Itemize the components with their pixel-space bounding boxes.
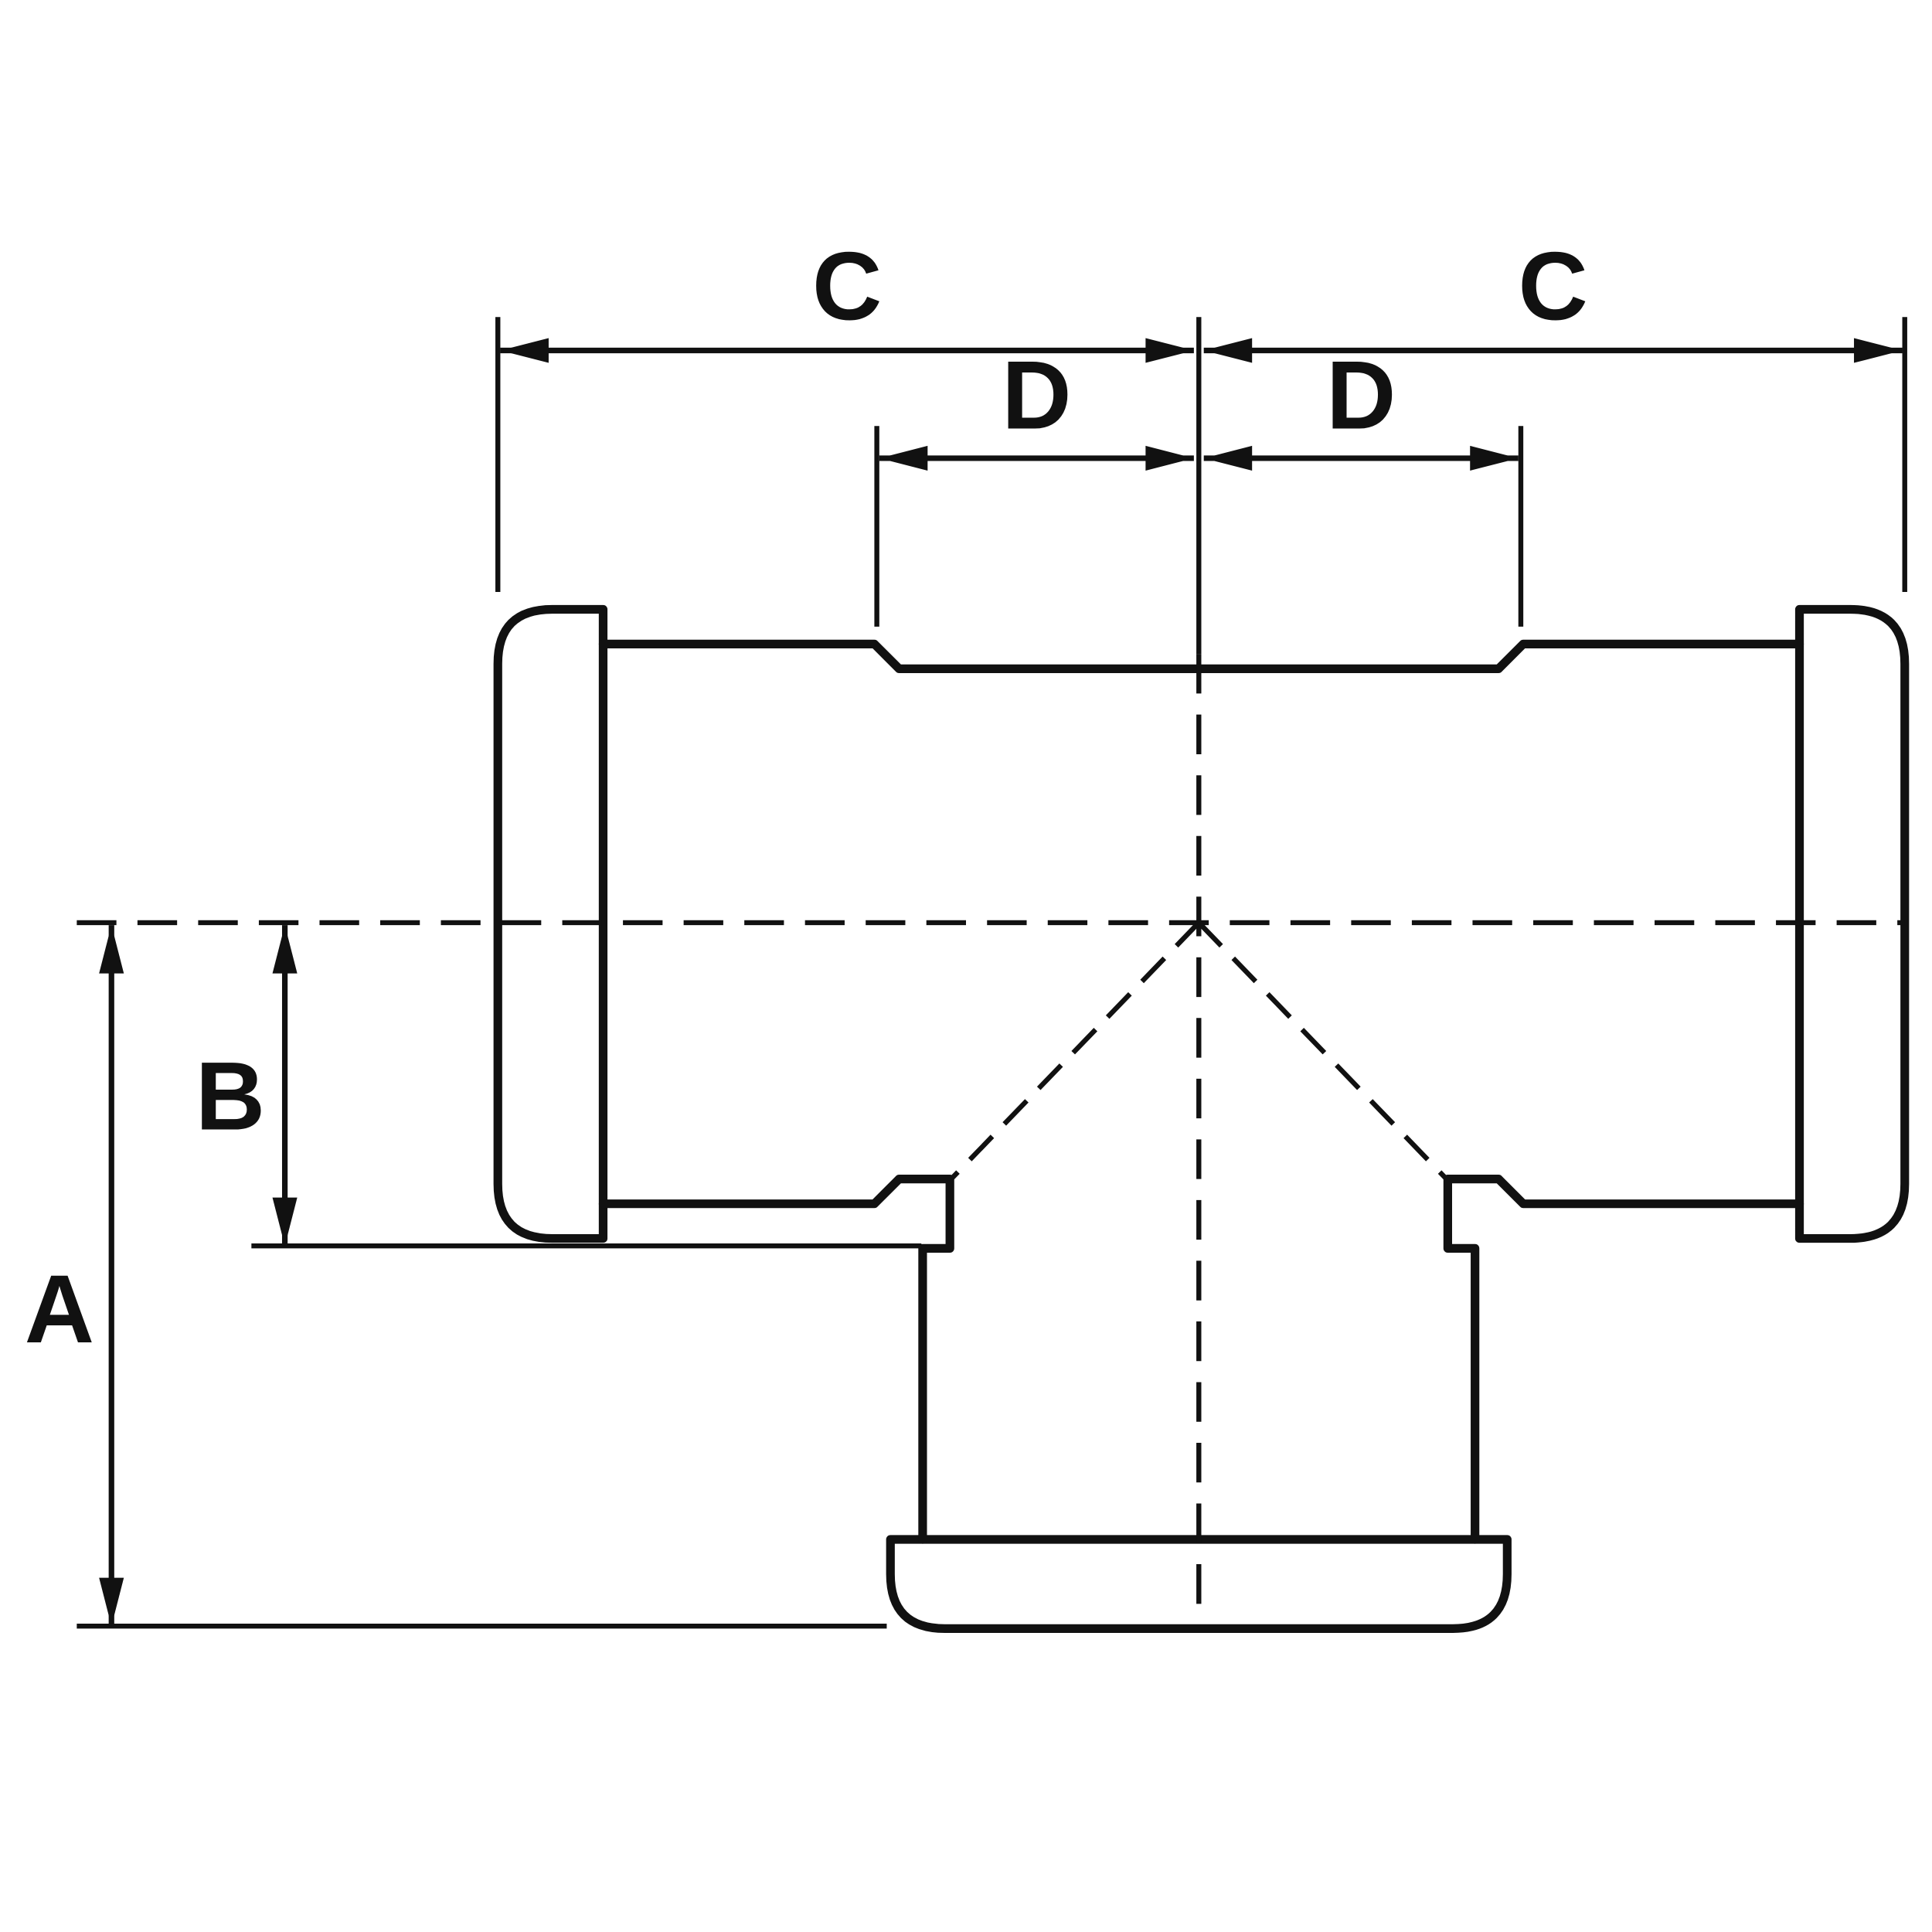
- dimension-label-c-right: C: [1518, 233, 1587, 340]
- centerlines: [77, 654, 1905, 1625]
- centerline-diagonal-right: [1196, 920, 1447, 1180]
- dimension-label-d-right: D: [1326, 342, 1396, 449]
- dimension-lines: [99, 338, 1903, 1627]
- body-bottom-left-contour: [598, 1175, 954, 1544]
- right-socket-bead: [1794, 604, 1910, 1243]
- dimension-labels: C C D D B A: [25, 233, 1588, 1363]
- dimension-label-b: B: [196, 1043, 265, 1151]
- left-socket-bead: [493, 604, 608, 1243]
- dimension-label-d-left: D: [1002, 342, 1071, 449]
- extension-lines: [77, 317, 1907, 1629]
- fitting-outline: [493, 604, 1910, 1633]
- bottom-socket-bead: [886, 1535, 1512, 1633]
- dimension-label-c-left: C: [812, 233, 882, 340]
- dimension-label-a: A: [25, 1256, 94, 1363]
- centerline-diagonal-left: [951, 920, 1201, 1180]
- body-bottom-right-contour: [1443, 1175, 1804, 1544]
